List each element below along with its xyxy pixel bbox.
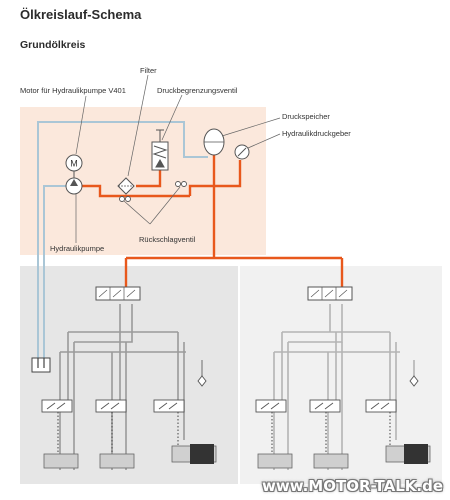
left-actuators — [43, 444, 217, 469]
page-title: Ölkreislauf-Schema — [20, 7, 142, 22]
left-main-valve — [95, 286, 141, 301]
motor-letter: M — [70, 159, 78, 169]
leader-lines — [75, 74, 281, 243]
right-sub-valves — [255, 399, 397, 413]
motor-symbol — [65, 154, 83, 178]
right-filter-symbol — [409, 375, 419, 387]
label-filter: Filter — [140, 66, 157, 75]
label-pressure-relief-valve: Druckbegrenzungsventil — [157, 86, 238, 95]
label-motor: Motor für Hydraulikpumpe V401 — [20, 86, 126, 95]
tank-symbol — [31, 357, 51, 373]
left-filter-symbol — [197, 375, 207, 387]
page-subtitle: Grundölkreis — [20, 39, 86, 51]
pump-unit-panel — [20, 107, 266, 255]
pressure-relief-valve-symbol — [151, 129, 169, 171]
right-main-valve — [307, 286, 353, 301]
pressure-sensor-symbol — [234, 144, 250, 160]
label-pump: Hydraulikpumpe — [50, 244, 105, 253]
right-group-dotted-links — [271, 412, 391, 454]
label-accumulator: Druckspeicher — [282, 112, 330, 121]
check-valve-symbols — [119, 181, 187, 202]
return-lines — [37, 121, 208, 360]
left-sub-valves — [41, 399, 185, 413]
label-pressure-sensor: Hydraulikdruckgeber — [282, 129, 351, 138]
right-actuators — [257, 444, 431, 469]
pump-symbol — [65, 177, 83, 195]
right-group-lines — [273, 304, 415, 470]
filter-symbol — [117, 177, 135, 195]
watermark: www.MOTOR-TALK.de — [261, 477, 443, 495]
accumulator-symbol — [203, 128, 225, 156]
label-check-valve: Rückschlagventil — [139, 235, 196, 244]
left-group-dotted-links — [57, 412, 179, 454]
